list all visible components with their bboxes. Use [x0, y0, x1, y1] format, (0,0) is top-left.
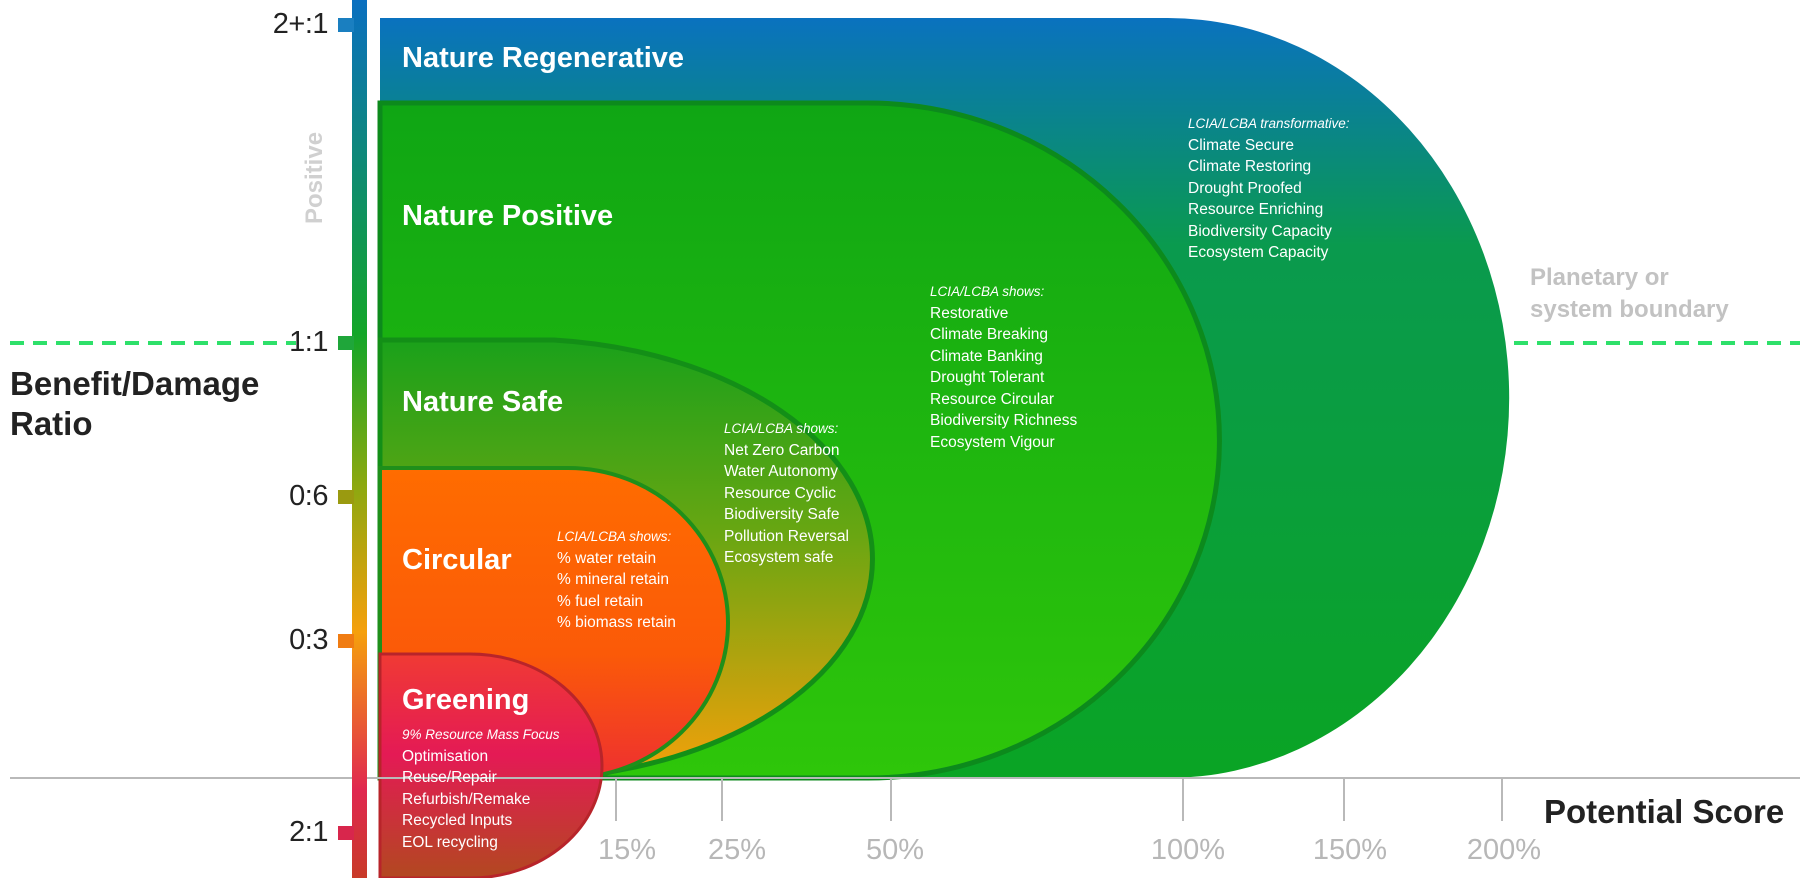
zone-item: Pollution Reversal: [724, 527, 849, 545]
ytick-label: 2+:1: [272, 8, 329, 40]
y-axis-title-line1: Benefit/Damage: [10, 365, 260, 402]
xtick-label: 200%: [1466, 834, 1542, 866]
zone-heading: LCIA/LCBA shows:: [724, 421, 839, 436]
xtick-label: 150%: [1312, 834, 1388, 866]
zone-item: Biodiversity Safe: [724, 506, 840, 523]
zone-greening-shape: [378, 652, 604, 878]
zone-item: Ecosystem Capacity: [1188, 244, 1329, 261]
xtick-label: 100%: [1150, 834, 1226, 866]
boundary-label: Planetary or system boundary: [1530, 262, 1729, 326]
ytick-mark-0to6: [338, 490, 354, 504]
zone-item: Reuse/Repair: [402, 769, 497, 786]
zone-item: Climate Banking: [930, 347, 1043, 365]
zone-item: Biodiversity Capacity: [1188, 222, 1332, 240]
boundary-label-line1: Planetary or: [1530, 264, 1669, 291]
ytick-label: 0:6: [289, 480, 328, 512]
ytick-label: 2:1: [289, 816, 328, 848]
zone-item: Drought Tolerant: [930, 369, 1045, 386]
zone-title-circular: Circular: [402, 544, 512, 576]
y-axis-title: Benefit/Damage Ratio: [10, 364, 259, 444]
zone-item: Drought Proofed: [1188, 179, 1302, 197]
positive-label: Positive: [301, 131, 328, 224]
zone-item: % biomass retain: [557, 614, 676, 631]
zone-title-positive: Nature Positive: [402, 200, 614, 232]
zone-item: Restorative: [930, 304, 1009, 322]
zone-item: EOL recycling: [402, 833, 498, 851]
zone-text-greening: 9% Resource Mass Focus Optimisation Reus…: [402, 724, 560, 853]
zone-heading: 9% Resource Mass Focus: [402, 727, 560, 742]
zone-heading: LCIA/LCBA shows:: [930, 284, 1045, 299]
zone-item: Climate Breaking: [930, 326, 1049, 343]
ratio-bar: [352, 0, 367, 878]
zone-item: Recycled Inputs: [402, 812, 513, 829]
zone-item: Resource Circular: [930, 390, 1055, 408]
zone-item: Ecosystem safe: [724, 549, 834, 566]
zone-title-regenerative: Nature Regenerative: [402, 42, 685, 74]
xtick-label: 50%: [865, 834, 925, 866]
zone-title-greening: Greening: [402, 684, 530, 716]
ytick-mark-2plus: [338, 18, 354, 32]
zone-item: Resource Cyclic: [724, 484, 836, 502]
x-tick-lines: [615, 778, 1503, 821]
zone-item: Climate Secure: [1188, 136, 1294, 154]
ytick-mark-1to1: [338, 336, 354, 350]
zone-text-regenerative: LCIA/LCBA transformative: Climate Secure…: [1188, 113, 1350, 264]
zone-item: Climate Restoring: [1188, 158, 1312, 175]
y-axis-title-line2: Ratio: [10, 405, 93, 442]
zone-item: Biodiversity Richness: [930, 412, 1078, 429]
zone-text-circular: LCIA/LCBA shows: % water retain % minera…: [557, 526, 676, 634]
ytick-label: 1:1: [289, 326, 328, 358]
zone-text-positive: LCIA/LCBA shows: Restorative Climate Bre…: [930, 281, 1077, 453]
boundary-label-line2: system boundary: [1530, 296, 1729, 323]
xtick-label: 25%: [707, 834, 767, 866]
xtick-label: 15%: [597, 834, 657, 866]
zone-text-safe: LCIA/LCBA shows: Net Zero Carbon Water A…: [724, 418, 849, 569]
zone-item: % mineral retain: [557, 571, 669, 588]
zone-title-safe: Nature Safe: [402, 386, 564, 418]
x-axis-title: Potential Score: [1544, 793, 1785, 830]
zone-item: % fuel retain: [557, 592, 644, 610]
ytick-mark-0to3: [338, 634, 354, 648]
zone-item: Water Autonomy: [724, 463, 839, 480]
zone-heading: LCIA/LCBA shows:: [557, 529, 672, 544]
zone-item: Refurbish/Remake: [402, 790, 531, 808]
ytick-label: 0:3: [289, 624, 328, 656]
zone-heading: LCIA/LCBA transformative:: [1188, 116, 1350, 131]
zone-item: Net Zero Carbon: [724, 441, 840, 459]
zone-item: Resource Enriching: [1188, 201, 1324, 218]
zone-item: Optimisation: [402, 747, 489, 765]
zone-item: Ecosystem Vigour: [930, 433, 1055, 451]
zone-item: % water retain: [557, 549, 657, 567]
ytick-mark-2to1: [338, 826, 354, 840]
